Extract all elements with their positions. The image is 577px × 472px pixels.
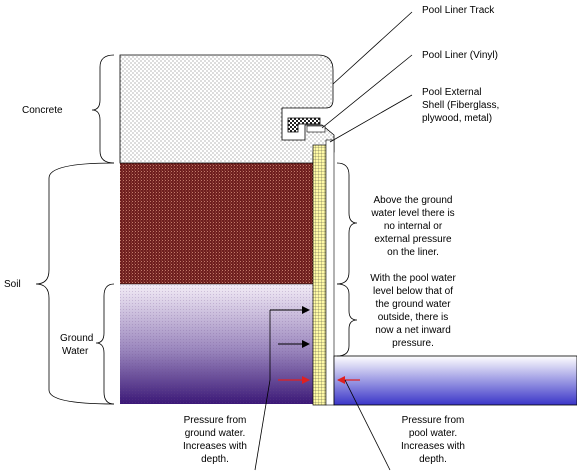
svg-text:depth.: depth. bbox=[419, 454, 447, 465]
svg-text:external pressure: external pressure bbox=[374, 234, 452, 245]
label-soil: Soil bbox=[4, 279, 21, 290]
leader-pool-pressure bbox=[344, 379, 391, 471]
svg-text:level below that of: level below that of bbox=[373, 286, 453, 297]
label-external-shell-1: Pool External bbox=[422, 87, 481, 98]
svg-text:Increases with: Increases with bbox=[401, 441, 465, 452]
below-water-brace bbox=[336, 283, 358, 357]
svg-text:pool water.: pool water. bbox=[409, 428, 457, 439]
label-pool-liner-track: Pool Liner Track bbox=[422, 5, 495, 16]
label-external-shell-2: Shell (Fiberglass, bbox=[422, 100, 499, 111]
svg-text:Pressure from: Pressure from bbox=[184, 415, 247, 426]
concrete-block bbox=[119, 54, 335, 164]
pool-pressure-note: Pressure from pool water. Increases with… bbox=[401, 415, 465, 465]
label-external-shell-3: plywood, metal) bbox=[422, 113, 492, 124]
svg-text:no internal or: no internal or bbox=[384, 221, 443, 232]
svg-text:on the liner.: on the liner. bbox=[387, 247, 439, 258]
liner-thin-line bbox=[325, 139, 335, 406]
ground-pressure-note: Pressure from ground water. Increases wi… bbox=[183, 415, 247, 465]
svg-text:outside, there is: outside, there is bbox=[378, 312, 449, 323]
above-water-brace bbox=[336, 162, 358, 285]
svg-text:water level there is: water level there is bbox=[370, 208, 454, 219]
label-ground-water-2: Water bbox=[62, 346, 89, 357]
svg-text:ground water.: ground water. bbox=[185, 428, 246, 439]
leader-liner-vinyl bbox=[321, 54, 413, 129]
liner-track bbox=[287, 117, 321, 133]
svg-text:depth.: depth. bbox=[201, 454, 229, 465]
below-water-note: With the pool water level below that of … bbox=[370, 273, 456, 349]
svg-text:With the pool water: With the pool water bbox=[370, 273, 456, 284]
svg-text:pressure.: pressure. bbox=[392, 338, 434, 349]
svg-text:Pressure from: Pressure from bbox=[402, 415, 465, 426]
pool-water bbox=[333, 355, 577, 406]
soil-region bbox=[120, 163, 313, 284]
concrete-brace bbox=[91, 54, 115, 164]
leader-external-shell bbox=[329, 94, 413, 143]
label-concrete: Concrete bbox=[22, 105, 63, 116]
svg-text:now a net inward: now a net inward bbox=[375, 325, 451, 336]
above-water-note: Above the ground water level there is no… bbox=[370, 195, 454, 258]
groundwater-brace bbox=[95, 283, 115, 405]
svg-text:the ground water: the ground water bbox=[375, 299, 451, 310]
label-ground-water-1: Ground bbox=[60, 333, 93, 344]
svg-text:Above the ground: Above the ground bbox=[374, 195, 453, 206]
liner-vinyl-strip bbox=[306, 125, 326, 133]
pool-external-shell bbox=[312, 144, 327, 406]
label-pool-liner-vinyl: Pool Liner (Vinyl) bbox=[422, 50, 498, 61]
svg-text:Increases with: Increases with bbox=[183, 441, 247, 452]
leader-liner-track bbox=[332, 11, 413, 85]
soil-brace bbox=[35, 162, 115, 405]
leader-ground-pressure bbox=[254, 310, 271, 471]
